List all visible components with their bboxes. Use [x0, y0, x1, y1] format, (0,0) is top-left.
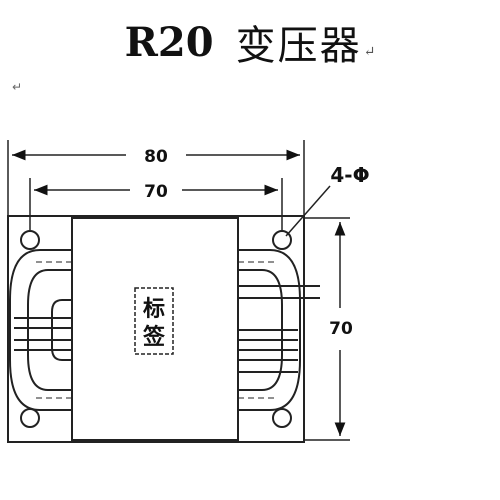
dimension-hole-spacing-label: 70 — [144, 182, 168, 202]
nameplate-text-line1: 标 — [143, 296, 165, 322]
mounting-hole-bottom-left — [20, 408, 40, 428]
side-return-mark: ↵ — [12, 80, 23, 94]
dimension-height — [304, 217, 350, 441]
mounting-bracket — [7, 215, 305, 443]
dimension-outer-width — [7, 140, 305, 216]
mounting-hole-group — [20, 230, 292, 428]
title-return-mark: ↵ — [363, 44, 376, 60]
hole-callout-label: 4-Φ — [330, 163, 369, 187]
terminal-pins-left — [14, 317, 72, 351]
dimension-hole-spacing — [29, 178, 283, 230]
title-model: R20 — [124, 18, 214, 66]
terminal-pins-right — [238, 285, 320, 373]
nameplate-box — [134, 287, 174, 355]
mounting-hole-bottom-right — [272, 408, 292, 428]
drawing-title: R20 变压器 ↵ — [0, 14, 500, 70]
hole-callout-leader — [285, 185, 331, 237]
nameplate-text-line2: 签 — [142, 324, 166, 350]
coil-hatching — [36, 261, 274, 399]
title-name: 变压器 — [235, 23, 362, 69]
coil-winding-left — [9, 249, 72, 411]
dimension-height-label: 70 — [329, 319, 353, 339]
mounting-hole-top-left — [20, 230, 40, 250]
dimension-outer-width-label: 80 — [144, 147, 168, 167]
